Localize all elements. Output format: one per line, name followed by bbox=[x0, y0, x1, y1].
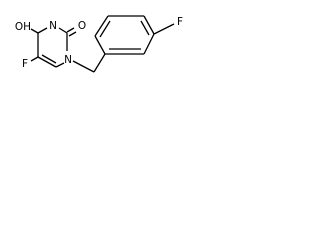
bond-c2-o bbox=[66, 27, 75, 33]
bond-n3-c2 bbox=[58, 27, 68, 34]
atom-label-ring-f: F bbox=[22, 58, 28, 70]
atom-label-carbonyl-o: O bbox=[78, 20, 86, 32]
atom-labels: OH N O F N F bbox=[15, 16, 183, 70]
atom-label-oh: OH bbox=[15, 21, 31, 33]
bond-c4-oh bbox=[30, 28, 39, 34]
structure-diagram: OH N O F N F bbox=[15, 15, 183, 73]
bond-ar2-ar3 bbox=[94, 15, 109, 37]
bonds bbox=[30, 15, 175, 73]
bond-ar5-f bbox=[153, 23, 175, 35]
bond-ar2-ar3-double bbox=[99, 20, 111, 38]
bond-c6-n1 bbox=[55, 62, 65, 68]
bond-c5-c6 bbox=[37, 56, 57, 68]
atom-label-aryl-f: F bbox=[177, 16, 183, 28]
bond-c5-f bbox=[30, 56, 39, 62]
bond-c5-c6-double bbox=[41, 54, 57, 64]
bond-ar4-ar5 bbox=[143, 15, 155, 35]
bond-c2-o-double bbox=[68, 31, 77, 37]
bond-ar1-ar2 bbox=[94, 35, 106, 55]
bond-c4-n3 bbox=[37, 27, 48, 34]
bond-ar5-ar6 bbox=[143, 33, 155, 55]
bond-ar4-ar5-double bbox=[140, 20, 150, 36]
atom-label-n-bottom: N bbox=[64, 54, 72, 66]
atom-label-n-top: N bbox=[49, 20, 57, 32]
bond-ch2-aryl bbox=[93, 53, 106, 73]
bond-n1-ch2 bbox=[72, 60, 95, 73]
